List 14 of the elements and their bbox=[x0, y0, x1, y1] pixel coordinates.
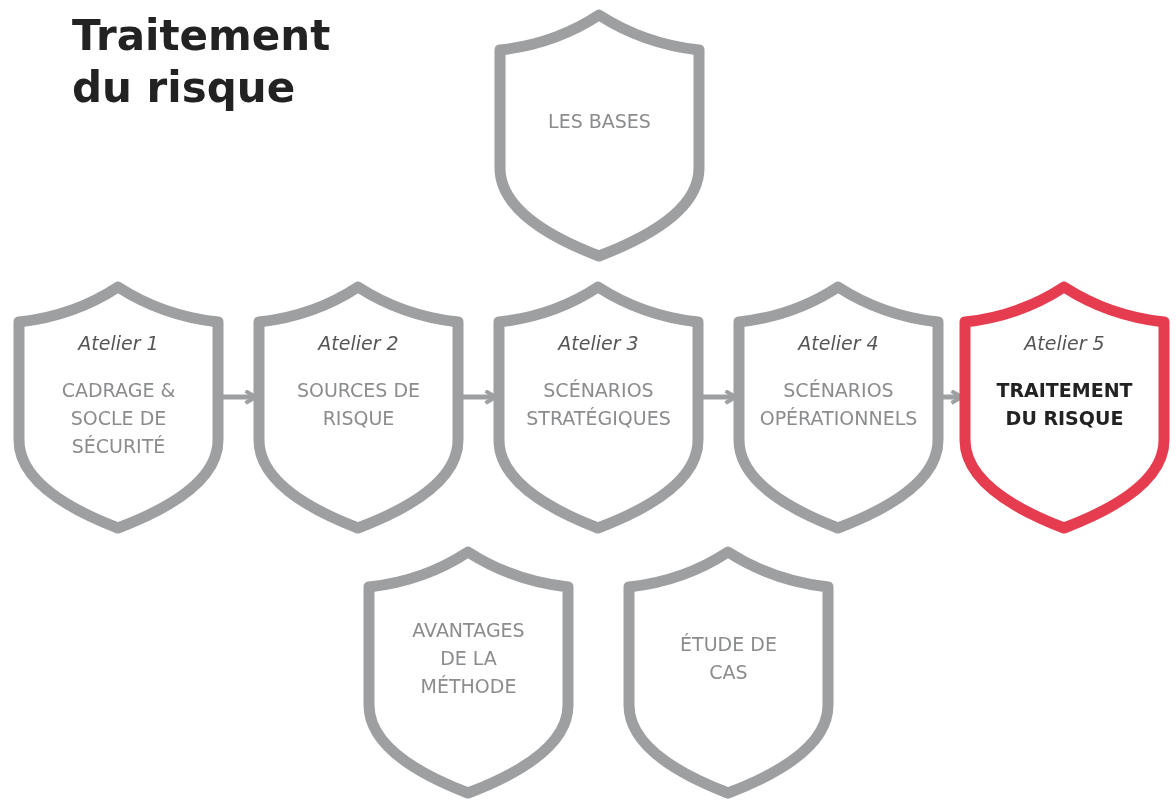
title: Traitement du risque bbox=[72, 10, 332, 114]
shield-title: ÉTUDE DE CAS bbox=[679, 631, 778, 685]
shield-title: LES BASES bbox=[547, 108, 652, 134]
workshop-label: Atelier 2 bbox=[318, 332, 399, 354]
shield-title: SOURCES DE RISQUE bbox=[295, 378, 422, 431]
workshop-label: Atelier 4 bbox=[798, 332, 879, 354]
shield-title: TRAITEMENT DU RISQUE bbox=[995, 378, 1134, 431]
workshop-label: Atelier 1 bbox=[78, 332, 159, 354]
shield-title: SCÉNARIOS STRATÉGIQUES bbox=[525, 378, 672, 431]
workshop-label: Atelier 3 bbox=[558, 332, 639, 354]
workshop-label: Atelier 5 bbox=[1024, 332, 1105, 354]
shield-title: AVANTAGES DE LA MÉTHODE bbox=[411, 617, 526, 699]
shield-title: CADRAGE & SOCLE DE SÉCURITÉ bbox=[60, 378, 177, 459]
shield-title: SCÉNARIOS OPÉRATIONNELS bbox=[758, 378, 919, 431]
